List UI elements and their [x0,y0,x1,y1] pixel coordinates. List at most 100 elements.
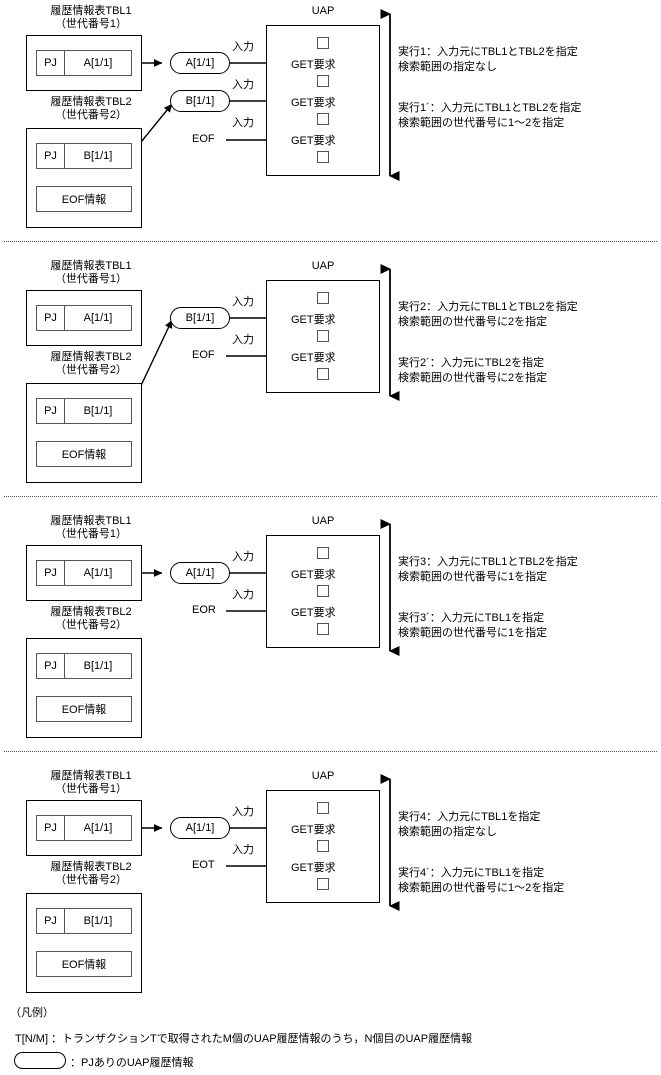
panel-1-bubble-a: A[1/1] [170,52,230,74]
panel-3-uap-square-2 [317,585,329,597]
panel-3-terminator-label: EOR [192,604,216,616]
panel-1-input-label-1: 入力 [232,41,254,53]
panel-2-get-request-2: GET要求 [291,352,336,364]
panel-1-tbl1-row: PJ A[1/1] [36,50,132,76]
tbl1-title-line2: （世代番号1） [54,783,128,795]
panel-4-uap-square-2 [317,840,329,852]
panel-4-uap-square-1 [317,802,329,814]
panel-2-uap-square-1 [317,292,329,304]
panel-1-bubble-b: B[1/1] [170,90,230,112]
panel-1-input-label-3: 入力 [232,117,254,129]
tbl1-title-line1: 履歴情報表TBL1 [50,770,132,782]
panel-3-bubble-a: A[1/1] [170,562,230,584]
panel-3-uap-label: UAP [311,515,335,527]
panel-4: 履歴情報表TBL1 （世代番号1） PJ A[1/1] 履歴情報表TBL2 （世… [0,765,661,1000]
panel-4-terminator-label: EOT [192,859,215,871]
panel-1-uap-square-3 [317,113,329,125]
panel-3-tbl2-row: PJ B[1/1] [36,653,132,679]
desc-line-1: 実行2：入力元にTBL1とTBL2を指定 [398,301,578,313]
row-value: B[1/1] [83,150,113,162]
panel-4-input-label-2: 入力 [232,844,254,856]
panel-2-description-2: 実行2´：入力元にTBL2を指定 検索範囲の世代番号に2を指定 [398,356,547,386]
desc-line-1: 実行1´：入力元にTBL1とTBL2を指定 [398,102,582,114]
panel-1: 履歴情報表TBL1 （世代番号1） PJ A[1/1] 履歴情報表TBL2 （世… [0,0,661,240]
tbl2-title-line2: （世代番号2） [54,364,128,376]
panel-1-input-label-2: 入力 [232,79,254,91]
panel-2-terminator-label: EOF [192,349,215,361]
panel-2-uap-square-3 [317,368,329,380]
panel-4-tbl1-title: 履歴情報表TBL1 （世代番号1） [26,770,156,796]
desc-line-2: 検索範囲の世代番号に1を指定 [398,627,548,639]
tbl1-title-line1: 履歴情報表TBL1 [50,5,132,17]
panel-3-uap-square-3 [317,623,329,635]
pj-cell: PJ [37,654,65,678]
tbl2-title-line2: （世代番号2） [54,109,128,121]
panel-3-input-label-2: 入力 [232,589,254,601]
panel-2-eof-box: EOF情報 [36,441,132,467]
panel-1-description-2: 実行1´：入力元にTBL1とTBL2を指定 検索範囲の世代番号に1～2を指定 [398,101,581,131]
panel-2: 履歴情報表TBL1 （世代番号1） PJ A[1/1] 履歴情報表TBL2 （世… [0,255,661,495]
panel-separator-1 [4,241,657,242]
panel-2-input-label-2: 入力 [232,334,254,346]
legend-line-2: ：PJありのUAP履歴情報 [70,1057,194,1069]
desc-line-2: 検索範囲の世代番号に1～2を指定 [398,882,565,894]
tbl2-title-line1: 履歴情報表TBL2 [50,606,132,618]
pj-cell: PJ [37,909,65,933]
panel-4-get-request-2: GET要求 [291,862,336,874]
desc-line-1: 実行2´：入力元にTBL2を指定 [398,357,545,369]
tbl1-title-line1: 履歴情報表TBL1 [50,260,132,272]
panel-1-get-request-1: GET要求 [291,59,336,71]
panel-1-description-1: 実行1：入力元にTBL1とTBL2を指定 検索範囲の指定なし [398,45,578,75]
panel-1-tbl1-title: 履歴情報表TBL1 （世代番号1） [26,5,156,31]
panel-3-get-request-2: GET要求 [291,607,336,619]
panel-1-uap-square-2 [317,75,329,87]
panel-separator-3 [4,751,657,752]
pj-cell: PJ [37,561,65,585]
desc-line-2: 検索範囲の世代番号に1を指定 [398,571,548,583]
panel-4-tbl2-title: 履歴情報表TBL2 （世代番号2） [26,861,156,887]
panel-4-description-2: 実行4´：入力元にTBL1を指定 検索範囲の世代番号に1～2を指定 [398,866,564,896]
panel-3-uap-square-1 [317,547,329,559]
panel-3-tbl1-title: 履歴情報表TBL1 （世代番号1） [26,515,156,541]
panel-3-description-1: 実行3：入力元にTBL1とTBL2を指定 検索範囲の世代番号に1を指定 [398,555,578,585]
pj-cell: PJ [37,399,65,423]
pj-cell: PJ [37,816,65,840]
pj-cell: PJ [37,144,65,168]
panel-1-tbl2-row: PJ B[1/1] [36,143,132,169]
tbl1-title-line2: （世代番号1） [54,528,128,540]
legend-bubble-icon [14,1052,66,1069]
pj-cell: PJ [37,306,65,330]
tbl2-title-line2: （世代番号2） [54,874,128,886]
panel-2-tbl1-title: 履歴情報表TBL1 （世代番号1） [26,260,156,286]
tbl1-title-line1: 履歴情報表TBL1 [50,515,132,527]
panel-4-uap-square-3 [317,878,329,890]
panel-1-eof-box: EOF情報 [36,186,132,212]
panel-4-description-1: 実行4：入力元にTBL1を指定 検索範囲の指定なし [398,810,540,840]
tbl2-title-line1: 履歴情報表TBL2 [50,96,132,108]
panel-1-uap-box [266,25,380,176]
desc-line-1: 実行4：入力元にTBL1を指定 [398,811,541,823]
panel-1-get-request-2: GET要求 [291,97,336,109]
panel-3-eof-box: EOF情報 [36,696,132,722]
panel-4-get-request-1: GET要求 [291,824,336,836]
desc-line-2: 検索範囲の世代番号に2を指定 [398,372,548,384]
row-value: A[1/1] [83,822,113,834]
desc-line-1: 実行3：入力元にTBL1とTBL2を指定 [398,556,578,568]
panel-2-tbl2-row: PJ B[1/1] [36,398,132,424]
tbl2-title-line1: 履歴情報表TBL2 [50,351,132,363]
panel-2-bubble-b: B[1/1] [170,307,230,329]
tbl1-title-line2: （世代番号1） [54,273,128,285]
panel-2-input-label-1: 入力 [232,296,254,308]
row-value: B[1/1] [83,915,113,927]
panel-1-terminator-label: EOF [192,133,215,145]
panel-3-input-label-1: 入力 [232,551,254,563]
desc-line-2: 検索範囲の指定なし [398,61,497,73]
row-value: B[1/1] [83,405,113,417]
panel-4-input-label-1: 入力 [232,806,254,818]
tbl2-title-line2: （世代番号2） [54,619,128,631]
panel-2-description-1: 実行2：入力元にTBL1とTBL2を指定 検索範囲の世代番号に2を指定 [398,300,578,330]
panel-2-get-request-1: GET要求 [291,314,336,326]
panel-3-tbl2-title: 履歴情報表TBL2 （世代番号2） [26,606,156,632]
panel-1-tbl2-title: 履歴情報表TBL2 （世代番号2） [26,96,156,122]
panel-4-eof-box: EOF情報 [36,951,132,977]
